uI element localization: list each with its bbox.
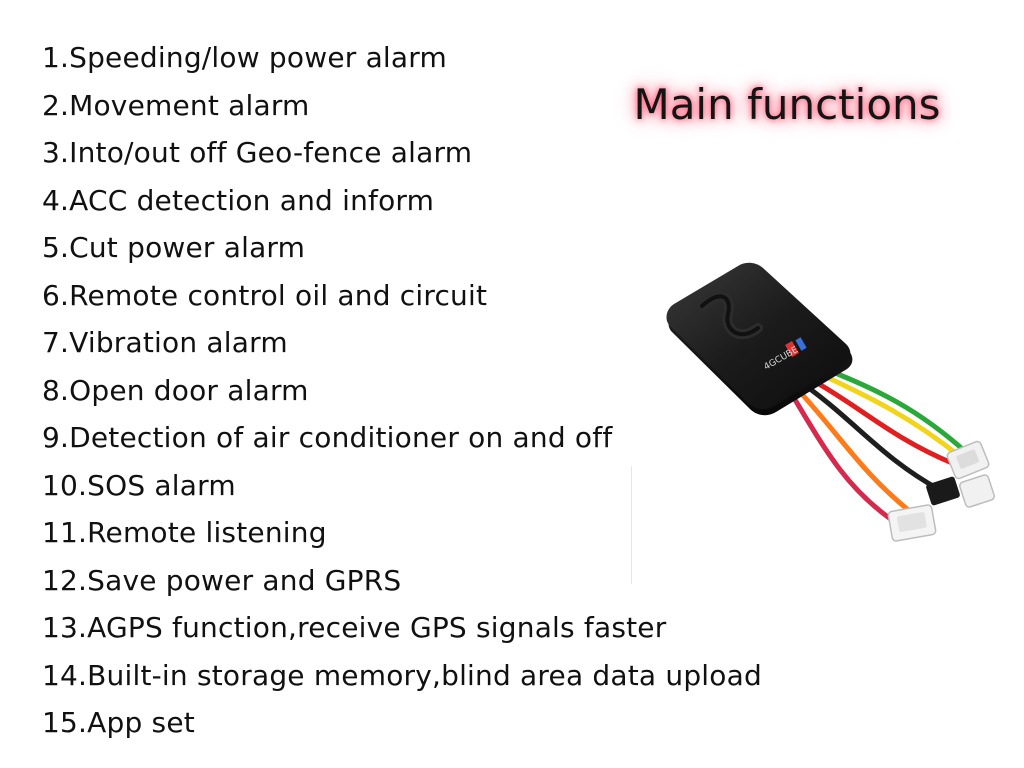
feature-item: 7.Vibration alarm: [42, 326, 288, 359]
feature-item: 12.Save power and GPRS: [42, 563, 402, 597]
wire-harness: [791, 367, 970, 523]
wire-yellow: [817, 371, 965, 461]
feature-item: 13.AGPS function,receive GPS signals fas…: [42, 611, 667, 644]
feature-item: 6.Remote control oil and circuit: [42, 278, 488, 312]
feature-item: 3.Into/out off Geo-fence alarm: [42, 136, 473, 169]
connector-bottom: [887, 504, 937, 542]
main-functions-title: Main functions: [633, 79, 941, 129]
feature-item: 8.Open door alarm: [42, 373, 309, 407]
wire-red: [809, 377, 955, 466]
feature-item: 1.Speeding/low power alarm: [42, 41, 447, 74]
feature-item: 2.Movement alarm: [42, 88, 310, 122]
feature-item: 14.Built-in storage memory,blind area da…: [42, 658, 762, 692]
tracker-body: 4GCUBE: [666, 262, 853, 416]
feature-item: 4.ACC detection and inform: [42, 183, 435, 217]
feature-item: 9.Detection of air conditioner on and of…: [42, 421, 613, 454]
wire-pink: [791, 395, 895, 523]
feature-list: 1.Speeding/low power alarm 2.Movement al…: [42, 34, 762, 747]
wire-orange: [797, 389, 915, 516]
wire-green: [825, 367, 970, 456]
connector-right: [946, 440, 990, 480]
divider-line: [631, 466, 632, 584]
feature-item: 15.App set: [42, 706, 195, 739]
wire-black: [803, 383, 943, 493]
feature-item: 11.Remote listening: [42, 516, 327, 549]
feature-item: 10.SOS alarm: [42, 468, 236, 502]
gps-tracker-image: 4GCUBE: [666, 262, 995, 542]
connector-black: [926, 474, 995, 508]
feature-item: 5.Cut power alarm: [42, 231, 306, 264]
